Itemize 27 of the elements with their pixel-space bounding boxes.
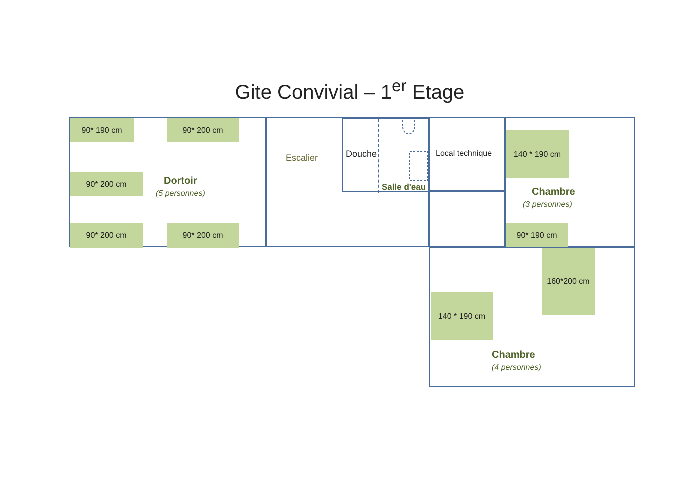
occupancy-note: (4 personnes) — [492, 363, 542, 372]
bed: 90* 190 cm — [70, 118, 134, 142]
room-name: Escalier — [286, 153, 318, 163]
bed: 90* 200 cm — [167, 223, 239, 248]
room-outline — [429, 117, 505, 191]
bed: 90* 200 cm — [167, 118, 239, 142]
bed: 140 * 190 cm — [431, 292, 493, 340]
room-name: Douche — [346, 149, 378, 159]
room-outline — [429, 247, 635, 387]
occupancy-note: (5 personnes) — [156, 189, 206, 198]
room-name: Local technique — [436, 149, 492, 158]
room-outline — [69, 117, 266, 247]
room-name: Chambre — [532, 187, 576, 198]
room-name: Chambre — [492, 350, 536, 361]
occupancy-note: (3 personnes) — [523, 200, 572, 209]
bed: 160*200 cm — [542, 248, 595, 315]
bed: 140 * 190 cm — [506, 130, 569, 178]
room-outline — [505, 117, 635, 247]
bed: 90* 190 cm — [506, 223, 568, 248]
room-outline — [342, 118, 430, 192]
room-name: Salle d'eau — [382, 182, 426, 192]
plan-title: Gite Convivial – 1$^{er}$ Etage — [235, 82, 465, 104]
room-outline — [266, 117, 429, 247]
bed: 90* 200 cm — [70, 223, 143, 248]
box-outline — [429, 191, 505, 247]
bed: 90* 200 cm — [70, 172, 143, 196]
room-name: Dortoir — [164, 176, 198, 187]
